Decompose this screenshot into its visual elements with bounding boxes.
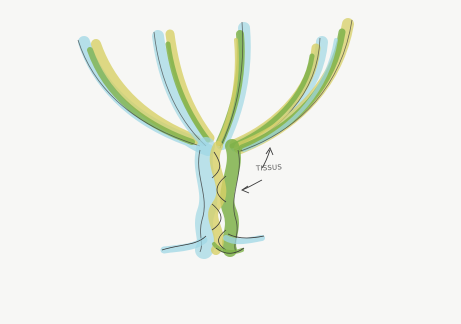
annotation-label: TISSUS bbox=[256, 163, 282, 172]
branch-center bbox=[218, 22, 245, 148]
